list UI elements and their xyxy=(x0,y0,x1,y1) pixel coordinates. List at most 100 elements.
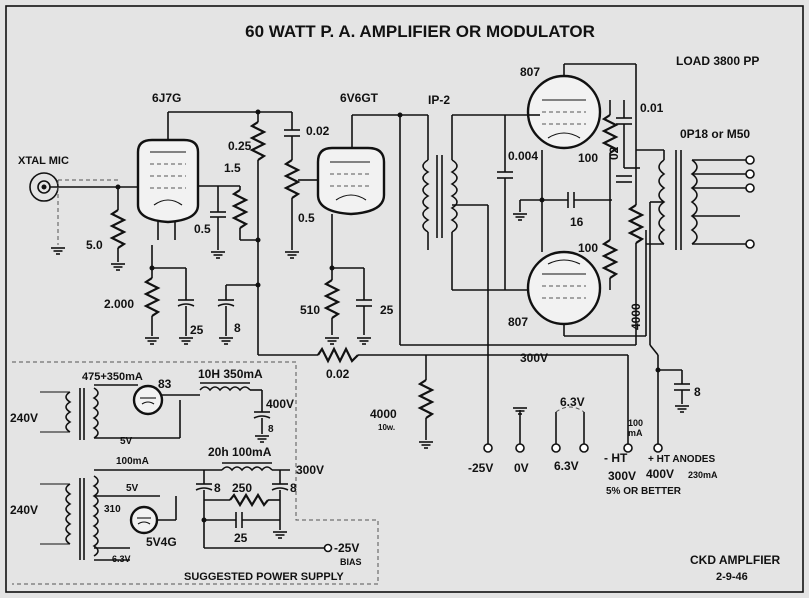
tube-6v6gt xyxy=(316,146,386,216)
bias-output-label: -25V xyxy=(334,541,359,555)
fb2-cap-label: 02 xyxy=(607,146,621,160)
ht-minus-current: 100 xyxy=(628,418,643,428)
screen1-resistor xyxy=(231,189,249,229)
ps-out2-label: 300V xyxy=(296,463,324,477)
cathode1-resistor xyxy=(143,277,161,317)
tube1-label: 6J7G xyxy=(152,91,181,105)
cathode1-cap-label: 25 xyxy=(190,323,204,337)
ht-plus-current: 230mA xyxy=(688,470,718,480)
diagram-title: 60 WATT P. A. AMPLIFIER OR MODULATOR xyxy=(245,22,595,41)
b300-rail-label: 300V xyxy=(520,351,548,365)
ps-cap1-label: 8 xyxy=(268,424,274,435)
power-supply-boundary xyxy=(12,361,379,585)
decoupling-resistor xyxy=(317,346,359,364)
ps-cap2a-label: 8 xyxy=(214,481,221,495)
plate1-resistor xyxy=(249,121,267,161)
ps-transformer-2 xyxy=(65,475,99,560)
terminal-ht-minus xyxy=(623,443,633,453)
screen1-cap-label: 0.5 xyxy=(194,222,211,236)
bleeder2-label: 4000 xyxy=(370,407,397,421)
output-transformer-label: 0P18 or M50 xyxy=(680,127,750,141)
ht-cap-label: 8 xyxy=(694,385,701,399)
ps-sec2-label: 100mA xyxy=(116,456,149,467)
mains2-label: 240V xyxy=(10,503,38,517)
ht-plus-label: + HT ANODES xyxy=(648,454,715,465)
tube3-label: 807 xyxy=(520,65,540,79)
ht-minus-volts: 300V xyxy=(608,469,636,483)
bias-resistor xyxy=(229,492,269,508)
tube-6j7g xyxy=(136,138,200,224)
tube2-label: 6V6GT xyxy=(340,91,379,105)
bias-resistor-label: 250 xyxy=(232,481,252,495)
bleeder2-note: 10w. xyxy=(378,423,395,432)
decoupling-resistor-label: 0.02 xyxy=(326,367,350,381)
bleeder1-resistor-label: 4000 xyxy=(629,303,643,330)
fb1-cap-label: 0.01 xyxy=(640,101,664,115)
screen1-bypass-label: 8 xyxy=(234,321,241,335)
load-label: LOAD 3800 PP xyxy=(676,54,759,68)
terminal-zero xyxy=(515,443,525,453)
terminal-heater-b xyxy=(579,443,589,453)
choke1-icon xyxy=(199,386,251,392)
bias-cap-ps-label: 25 xyxy=(234,531,248,545)
ps-heater2-label: 5V xyxy=(126,483,139,494)
cathode2-resistor xyxy=(323,279,341,319)
tube-807-bottom xyxy=(526,250,602,326)
grid-resistor xyxy=(109,209,127,249)
ps-out1-label: 400V xyxy=(266,397,294,411)
diagram-frame xyxy=(5,5,804,593)
plate2-cap-label: 0.004 xyxy=(508,149,538,163)
rectifier-83 xyxy=(132,384,164,416)
interstage-label: IP-2 xyxy=(428,93,450,107)
screen1-resistor-label: 1.5 xyxy=(224,161,241,175)
coupling1-cap-label: 0.02 xyxy=(306,124,330,138)
terminal-heater-a xyxy=(551,443,561,453)
ht-minus-label: - HT xyxy=(604,451,628,465)
rectifier-5v4g xyxy=(129,505,159,535)
output-transformer xyxy=(658,150,698,250)
ps-heater3-label: 6.3V xyxy=(112,554,131,564)
mic-ground-icon xyxy=(50,247,66,255)
zero-label: 0V xyxy=(514,461,529,475)
bias-cap-label: 16 xyxy=(570,215,584,229)
ps-sec1-label: 475+350mA xyxy=(82,371,143,383)
rectifier2-label: 5V4G xyxy=(146,535,177,549)
grid4-resistor-label: 100 xyxy=(578,241,598,255)
power-supply-label: SUGGESTED POWER SUPPLY xyxy=(184,571,344,583)
mic-label: XTAL MIC xyxy=(18,155,69,167)
output-terminal-2 xyxy=(745,169,755,179)
output-terminal-1 xyxy=(745,155,755,165)
choke2-icon xyxy=(221,466,273,472)
ps-heater1-label: 5V xyxy=(120,436,133,447)
grid-resistor-label: 5.0 xyxy=(86,238,103,252)
tolerance-note: 5% OR BETTER xyxy=(606,486,682,497)
cathode2-cap-label: 25 xyxy=(380,303,394,317)
rectifier1-label: 83 xyxy=(158,377,172,391)
tube4-label: 807 xyxy=(508,315,528,329)
cathode2-resistor-label: 510 xyxy=(300,303,320,317)
ps-transformer-1 xyxy=(65,387,99,440)
ps-sec2b-label: 310 xyxy=(104,504,121,515)
tube-807-top xyxy=(526,74,602,150)
choke1-label: 10H 350mA xyxy=(198,367,263,381)
ps-cap2b-label: 8 xyxy=(290,481,297,495)
bias-output-note: BIAS xyxy=(340,557,362,567)
choke2-label: 20h 100mA xyxy=(208,445,272,459)
terminal-minus25 xyxy=(483,443,493,453)
plate1-resistor-label: 0.25 xyxy=(228,139,252,153)
interstage-transformer xyxy=(422,155,458,238)
minus25-label: -25V xyxy=(468,461,493,475)
output-terminal-4 xyxy=(745,239,755,249)
bias-output-terminal xyxy=(323,543,333,553)
output-terminal-3 xyxy=(745,183,755,193)
heater-top-label: 6.3V xyxy=(560,395,585,409)
grid4-resistor xyxy=(601,239,619,279)
volume-pot-label: 0.5 xyxy=(298,211,315,225)
ht-minus-unit: mA xyxy=(628,428,643,438)
footer-name: CKD AMPLFIER xyxy=(690,553,781,567)
bleeder2-resistor xyxy=(417,379,435,419)
cathode1-resistor-label: 2.000 xyxy=(104,297,134,311)
grid3-resistor xyxy=(601,114,619,154)
grid-ground-icon xyxy=(110,263,126,271)
